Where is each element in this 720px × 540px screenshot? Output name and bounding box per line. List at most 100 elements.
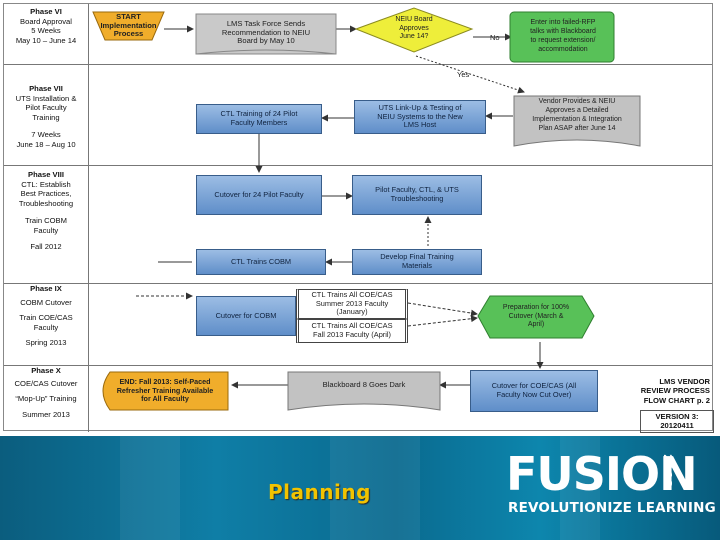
phase-vii-label: Phase VII UTS Installation & Pilot Facul… xyxy=(4,84,88,150)
caption-line: LMS VENDOR xyxy=(659,377,710,386)
node-label: Blackboard 8 Goes Dark xyxy=(322,379,406,389)
ctl-training-node: CTL Training of 24 Pilot Faculty Members xyxy=(196,104,322,134)
node-label: Cutover for 24 Pilot Faculty xyxy=(214,189,304,199)
logo-year: 2013 xyxy=(661,454,674,489)
edge-board-yes xyxy=(415,55,525,94)
cutover-coe-node: Cutover for COE/CAS (All Faculty Now Cut… xyxy=(470,370,598,412)
edge-fall-to-prep xyxy=(407,315,478,327)
phase-line: Faculty xyxy=(33,225,59,235)
flowchart-frame xyxy=(3,3,713,431)
failed-rfp-node: Enter into failed-RFP talks with Blackbo… xyxy=(512,13,614,61)
board-decision-node: NEIU Board Approves June 14? xyxy=(376,14,452,44)
taskforce-shape xyxy=(195,13,337,55)
phase-line: Fall 2012 xyxy=(30,241,62,251)
banner-streak xyxy=(330,436,420,540)
node-label: Develop Final Training Materials xyxy=(380,252,454,270)
phase-line: Train COE/CAS xyxy=(19,313,73,323)
phase-ix-label: Phase IX COBM Cutover Train COE/CAS Facu… xyxy=(4,284,88,348)
bb8-dark-node: Blackboard 8 Goes Dark xyxy=(288,372,440,398)
phase-line: May 10 – June 14 xyxy=(15,35,77,45)
develop-materials-node: Develop Final Training Materials xyxy=(352,249,482,275)
phase-viii-label: Phase VIII CTL: Establish Best Practices… xyxy=(4,170,88,251)
phase-divider xyxy=(4,365,712,366)
phase-line: Train COBM xyxy=(25,216,67,226)
phase-line: “Mop-Up” Training xyxy=(15,394,77,404)
phase-line: Board Approval xyxy=(20,16,72,26)
node-label: Preparation for 100% Cutover (March & Ap… xyxy=(502,303,570,329)
phase-line: Best Practices, xyxy=(20,189,72,199)
node-label: Cutover for COE/CAS (All Faculty Now Cut… xyxy=(491,381,577,399)
node-label: CTL Trains All COE/CAS Summer 2013 Facul… xyxy=(311,290,393,317)
caption-line: FLOW CHART p. 2 xyxy=(643,395,710,405)
pilot-troubleshoot-node: Pilot Faculty, CTL, & UTS Troubleshootin… xyxy=(352,175,482,215)
phase-line: Spring 2013 xyxy=(25,338,67,348)
start-shape xyxy=(92,11,165,41)
phase-title: Phase VII xyxy=(29,84,63,93)
start-node: START Implementation Process xyxy=(93,12,164,40)
node-label: Vendor Provides & NEIU Approves a Detail… xyxy=(532,98,622,132)
taskforce-curve xyxy=(195,49,337,55)
node-label: Enter into failed-RFP talks with Blackbo… xyxy=(530,19,596,53)
phase-title: Phase X xyxy=(31,366,61,375)
vendor-document-shape xyxy=(513,95,641,147)
node-label: Cutover for COBM xyxy=(215,310,277,320)
phase-line: 7 Weeks xyxy=(31,130,61,140)
phase-x-label: Phase X COE/CAS Cutover “Mop-Up” Trainin… xyxy=(4,366,88,419)
phase-line: COE/CAS Cutover xyxy=(14,378,78,388)
phase-column-divider xyxy=(88,4,89,432)
version-box: VERSION 3: 20120411 xyxy=(640,410,714,433)
node-label: START Implementation Process xyxy=(100,11,157,39)
phase-title: Phase IX xyxy=(30,284,62,293)
fusion-logo: FUSION 2013 REVOLUTIONIZE LEARNING xyxy=(506,450,716,522)
node-label: Pilot Faculty, CTL, & UTS Troubleshootin… xyxy=(375,185,459,203)
node-label: CTL Trains COBM xyxy=(230,256,292,266)
cutover-pilot-node: Cutover for 24 Pilot Faculty xyxy=(196,175,322,215)
connector-layer xyxy=(92,7,641,411)
phase-title: Phase VIII xyxy=(28,170,64,179)
flowchart-caption: LMS VENDOR REVIEW PROCESS FLOW CHART p. … xyxy=(626,377,710,405)
phase-title: Phase VI xyxy=(30,7,62,16)
edge-summer-to-prep xyxy=(407,302,478,317)
node-label: CTL Trains All COE/CAS Fall 2013 Faculty… xyxy=(311,321,393,339)
phase-line: Troubleshooting xyxy=(18,198,74,208)
phase-divider xyxy=(4,64,712,65)
banner-streak xyxy=(560,436,600,540)
vendor-plan-node: Vendor Provides & NEIU Approves a Detail… xyxy=(514,96,640,136)
cutover-cobm-node: Cutover for COBM xyxy=(196,296,296,336)
node-label: UTS Link-Up & Testing of NEIU Systems to… xyxy=(377,103,463,130)
failed-rfp-shape xyxy=(509,11,615,63)
prep-cutover-node: Preparation for 100% Cutover (March & Ap… xyxy=(488,298,584,336)
phase-line: 5 Weeks xyxy=(31,26,61,36)
phase-line: Pilot Faculty xyxy=(25,103,67,113)
phase-line: Training xyxy=(32,112,60,122)
prep-cutover-shape xyxy=(477,295,595,339)
phase-line: UTS Installation & xyxy=(15,93,77,103)
section-title: Planning xyxy=(268,480,371,504)
node-label: LMS Task Force Sends Recommendation to N… xyxy=(221,18,311,46)
logo-tagline: REVOLUTIONIZE LEARNING xyxy=(508,500,716,516)
end-shape xyxy=(102,371,229,411)
ctl-cobm-node: CTL Trains COBM xyxy=(196,249,326,275)
phase-line: CTL: Establish xyxy=(21,179,71,189)
phase-line: Faculty xyxy=(33,322,59,332)
node-label: END: Fall 2013: Self-Paced Refresher Tra… xyxy=(116,376,214,404)
phase-vi-label: Phase VI Board Approval 5 Weeks May 10 –… xyxy=(4,7,88,45)
footer-banner xyxy=(0,436,720,540)
edge-label-yes: Yes xyxy=(457,70,470,79)
decision-diamond xyxy=(354,7,474,53)
version-label: VERSION 3: xyxy=(655,412,699,421)
uts-linkup-node: UTS Link-Up & Testing of NEIU Systems to… xyxy=(354,100,486,134)
ctl-summer-node: CTL Trains All COE/CAS Summer 2013 Facul… xyxy=(296,289,408,319)
phase-line: COBM Cutover xyxy=(20,297,72,307)
version-date: 20120411 xyxy=(660,421,694,431)
phase-line: Summer 2013 xyxy=(22,409,70,419)
logo-word: FUSION xyxy=(506,447,698,501)
bb8-document-shape xyxy=(287,371,441,411)
phase-line: June 18 – Aug 10 xyxy=(16,139,76,149)
edge-label-no: No xyxy=(490,33,500,42)
node-label: NEIU Board Approves June 14? xyxy=(395,15,433,41)
ctl-fall-node: CTL Trains All COE/CAS Fall 2013 Faculty… xyxy=(296,319,408,343)
node-label: CTL Training of 24 Pilot Faculty Members xyxy=(220,109,298,127)
banner-streak xyxy=(120,436,180,540)
